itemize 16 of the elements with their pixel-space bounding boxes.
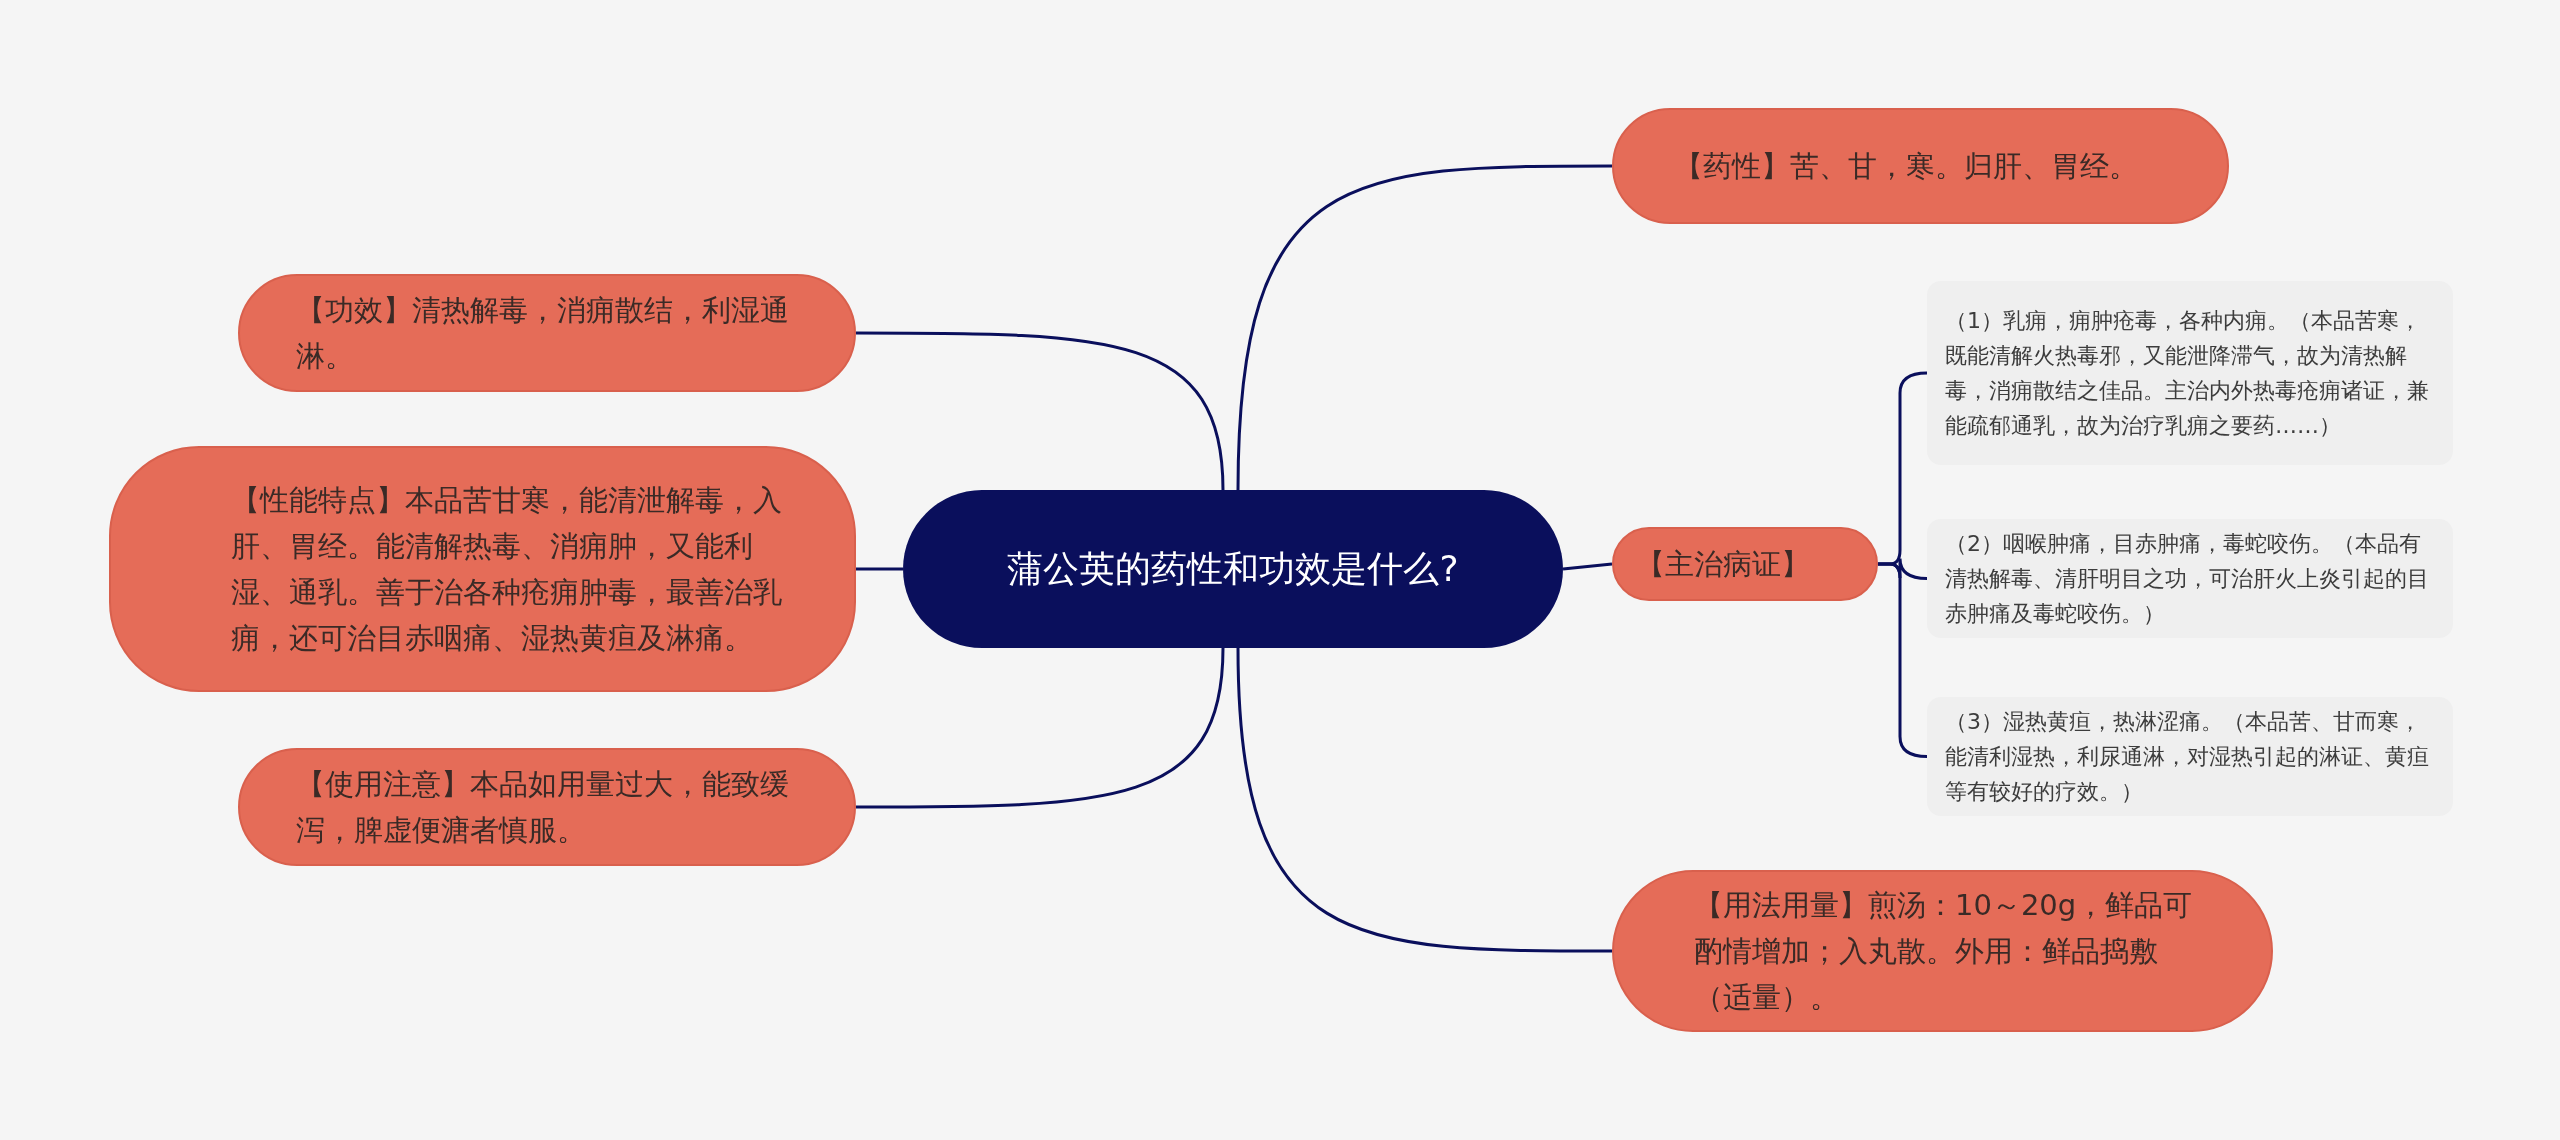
connector-line xyxy=(1562,562,1613,571)
topic-pill: 【用法用量】煎汤：10～20g，鲜品可酌情增加；入丸散。外用：鲜品捣敷（适量）。 xyxy=(1612,870,2273,1032)
topic-pill: 【药性】苦、甘，寒。归肝、胃经。 xyxy=(1612,108,2229,224)
note-card: （2）咽喉肿痛，目赤肿痛，毒蛇咬伤。（本品有清热解毒、清肝明目之功，可治肝火上炎引起的目赤肿痛及毒蛇咬伤。） xyxy=(1927,519,2453,638)
connector-line xyxy=(856,331,1225,491)
connector-line xyxy=(1236,164,1612,491)
central-topic: 蒲公英的药性和功效是什么? xyxy=(903,490,1563,648)
connector-line xyxy=(856,647,1225,809)
note-card: （3）湿热黄疸，热淋涩痛。（本品苦、甘而寒，能清利湿热，利尿通淋，对湿热引起的淋证、黄疸等有较好的疗效。） xyxy=(1927,697,2453,816)
topic-pill: 【主治病证】 xyxy=(1612,527,1878,601)
topic-pill: 【功效】清热解毒，消痈散结，利湿通淋。 xyxy=(238,274,856,392)
topic-pill: 【性能特点】本品苦甘寒，能清泄解毒，入肝、胃经。能清解热毒、消痈肿，又能利湿、通乳。善于治各种疮痈肿毒，最善治乳痈，还可治目赤咽痛、湿热黄疸及淋痛。 xyxy=(109,446,856,692)
note-card: （1）乳痈，痈肿疮毒，各种内痈。（本品苦寒，既能清解火热毒邪，又能泄降滞气，故为清热解毒，消痈散结之佳品。主治内外热毒疮痈诸证，兼能疏郁通乳，故为治疗乳痈之要药……） xyxy=(1927,281,2453,465)
topic-pill: 【使用注意】本品如用量过大，能致缓泻，脾虚便溏者慎服。 xyxy=(238,748,856,866)
connector-line xyxy=(1236,647,1612,953)
connector-line xyxy=(856,567,903,571)
